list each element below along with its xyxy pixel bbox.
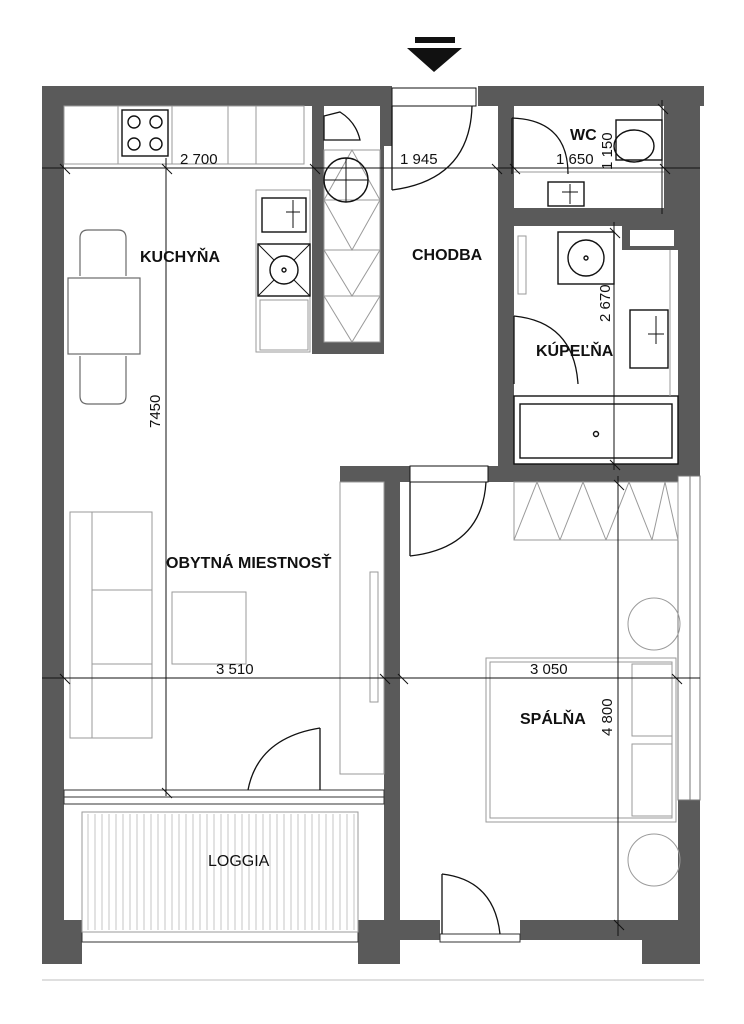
label-loggia: LOGGIA xyxy=(208,853,270,870)
label-bathroom: KÚPEĽŇA xyxy=(536,341,614,360)
label-wc: WC xyxy=(570,127,597,144)
bedroom-furniture xyxy=(485,597,681,887)
dim-wc-depth: 1 150 xyxy=(599,132,616,170)
label-bedroom: SPÁLŇA xyxy=(520,709,586,728)
dim-bathroom-depth: 2 670 xyxy=(597,284,614,322)
dim-living-length: 7450 xyxy=(147,395,164,428)
windows xyxy=(63,475,701,943)
dim-living-width: 3 510 xyxy=(216,661,254,678)
loggia-slats xyxy=(87,814,355,930)
label-hallway: CHODBA xyxy=(412,247,483,264)
bathroom-fixtures xyxy=(513,231,679,465)
room-labels: KUCHYŇA CHODBA WC KÚPEĽŇA OBYTNÁ MIESTNO… xyxy=(140,127,614,870)
dim-wc-width: 1 650 xyxy=(556,151,594,168)
living-furniture xyxy=(69,481,385,775)
entrance-arrow-icon xyxy=(407,37,462,72)
walls xyxy=(42,86,704,964)
dim-bedroom-width: 3 050 xyxy=(530,661,568,678)
kitchen-furniture xyxy=(63,105,311,405)
dim-hallway-width: 1 945 xyxy=(400,151,438,168)
label-living: OBYTNÁ MIESTNOSŤ xyxy=(166,553,332,572)
dim-kitchen-width: 2 700 xyxy=(180,151,218,168)
dimension-labels: 2 700 1 945 1 650 1 150 2 670 7450 3 510… xyxy=(147,132,616,736)
hallway-wardrobe xyxy=(323,111,381,343)
bedroom-wardrobe xyxy=(513,480,679,541)
dim-bedroom-depth: 4 800 xyxy=(599,698,616,736)
dimension-lines xyxy=(42,100,700,936)
doors xyxy=(247,87,579,935)
label-kitchen: KUCHYŇA xyxy=(140,247,220,266)
loggia-area xyxy=(81,811,359,933)
